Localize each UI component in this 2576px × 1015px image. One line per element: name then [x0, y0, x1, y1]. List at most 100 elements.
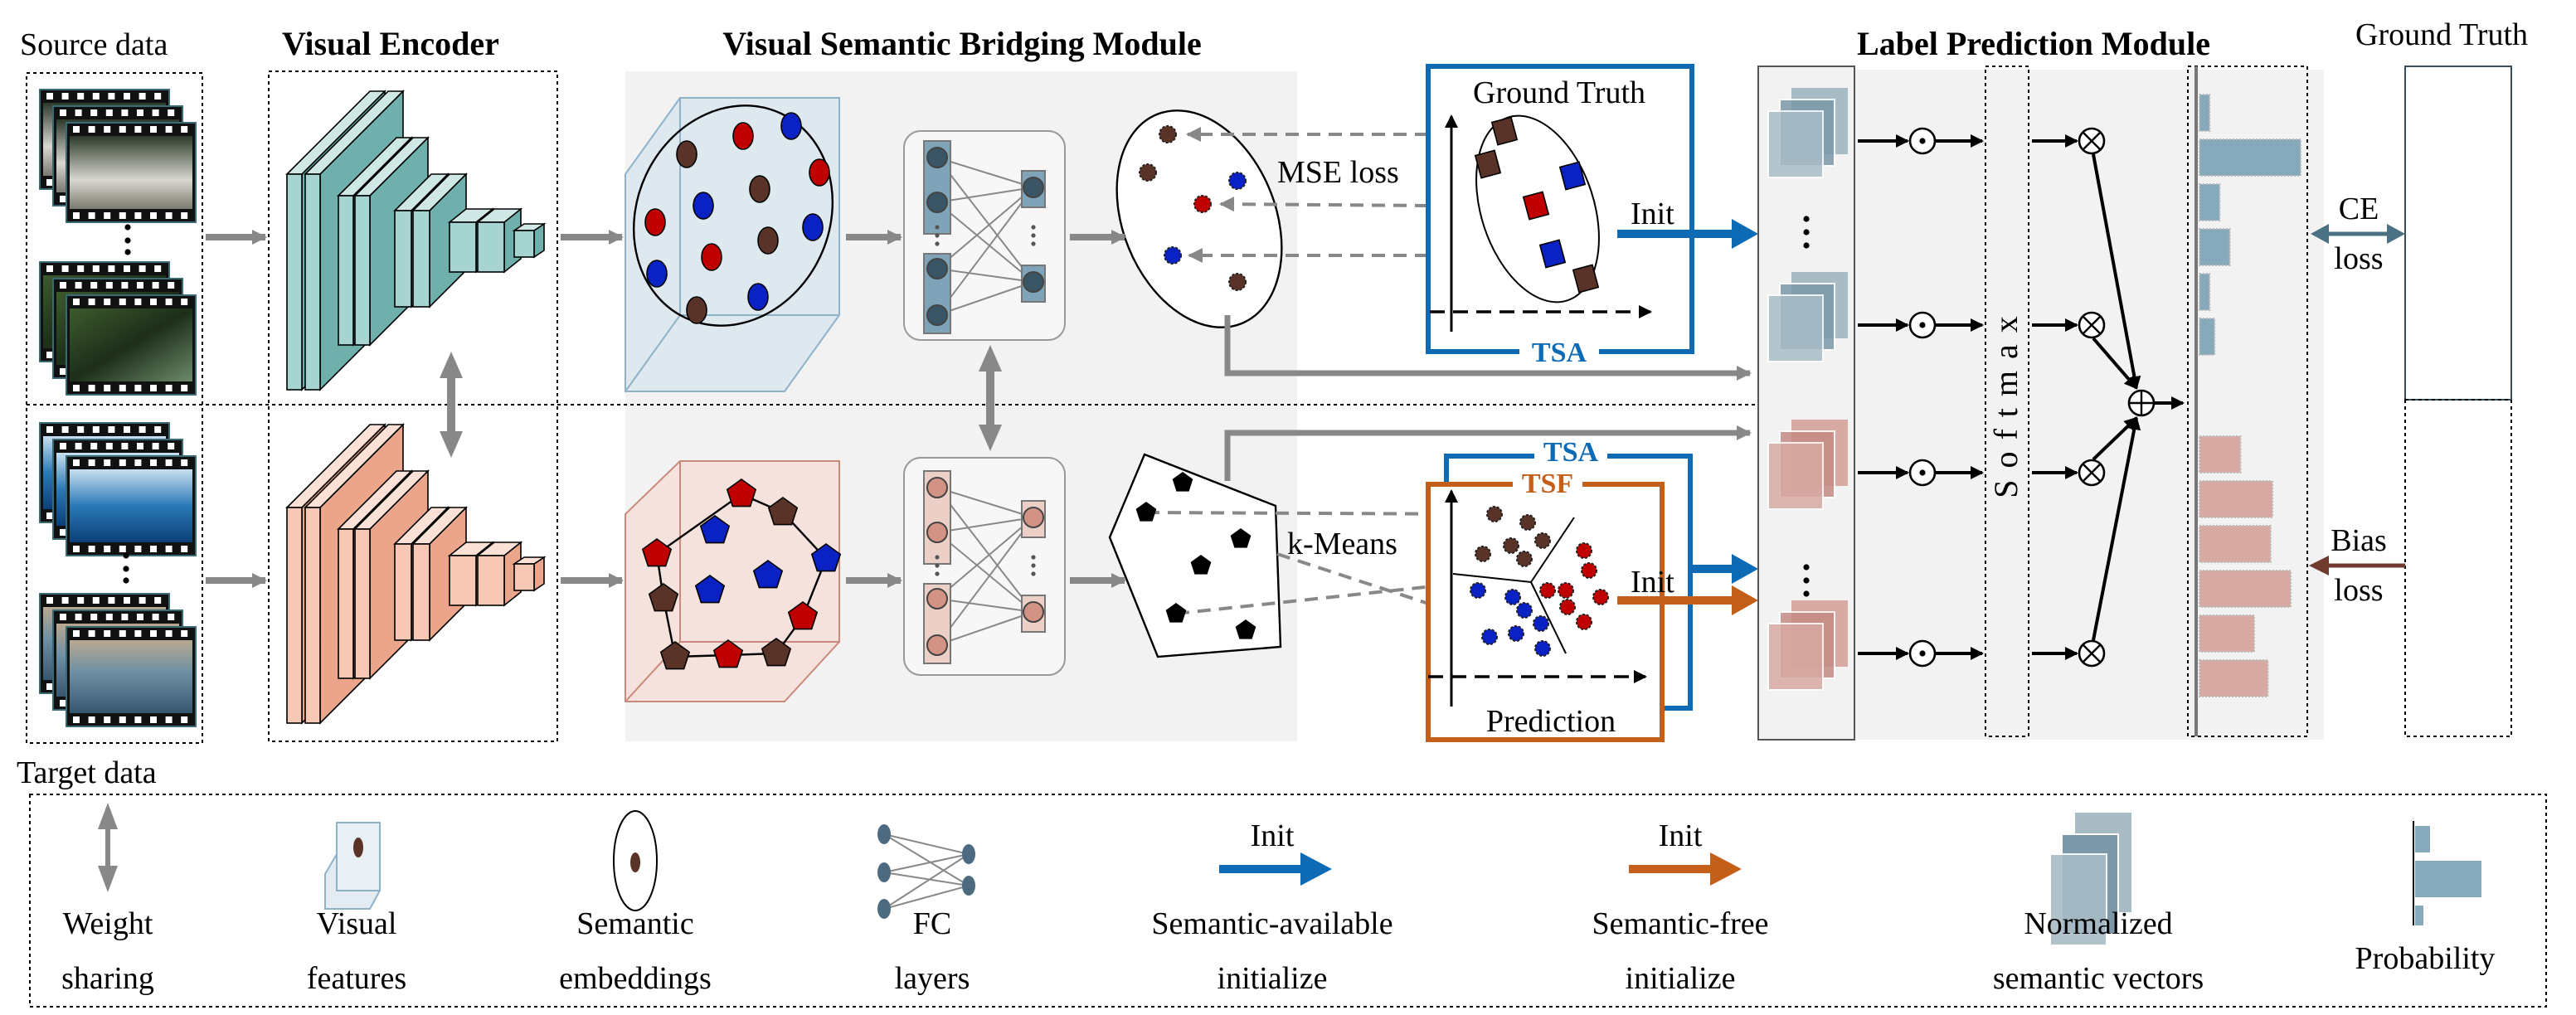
fc-node: [926, 147, 948, 168]
target-embedding-polygon: [1108, 453, 1282, 658]
feature-pentagon: [694, 575, 726, 604]
prediction-point: [1486, 506, 1503, 522]
film-hole: [92, 265, 100, 272]
semantic-available-init-arrow: [1617, 219, 1758, 249]
film-hole: [168, 282, 175, 289]
pred-panel-tsa-tag: TSA: [1543, 437, 1599, 468]
photo: [70, 640, 192, 713]
semantic-embedding-point: [1164, 246, 1182, 265]
source-data-label: Source data: [20, 27, 168, 62]
fc-node: [926, 258, 948, 279]
layer-front: [449, 221, 477, 273]
fc-connection: [936, 517, 1034, 533]
film-hole: [46, 179, 53, 186]
prediction-point: [1581, 562, 1597, 579]
layer-front: [394, 543, 412, 641]
target-ground-truth-box: [2404, 399, 2512, 737]
softmax-box: [1985, 66, 2029, 737]
fc-node: [926, 192, 948, 213]
ellipsis-dot: [124, 249, 131, 255]
feature-point: [676, 140, 697, 168]
ellipsis-dot: [1031, 555, 1036, 560]
mse-loss-arrow: [1219, 197, 1429, 212]
film-hole: [165, 212, 173, 219]
film-hole: [104, 630, 111, 637]
normalized-vector: [1767, 623, 1824, 691]
film-hole: [150, 459, 157, 466]
film-hole: [134, 716, 142, 723]
normalized-vector: [1767, 294, 1824, 362]
ground-truth-title: Ground Truth: [2355, 17, 2528, 52]
film-hole: [61, 597, 69, 604]
semantic-embedding-ellipse: [1115, 109, 1283, 328]
pred-panel-tsf-tag: TSF: [1522, 469, 1573, 499]
prediction-point: [1576, 542, 1592, 559]
film-hole: [119, 212, 126, 219]
elementwise-product-dot: [1919, 138, 1926, 144]
film-hole: [181, 630, 188, 637]
film-hole: [134, 630, 142, 637]
feature-pentagon: [726, 478, 757, 508]
visual-features-cube-source: [625, 97, 840, 392]
film-hole: [181, 459, 188, 466]
film-hole: [61, 265, 69, 272]
image-stacks: [39, 89, 197, 727]
bias-loss-label: Bias: [2331, 523, 2387, 558]
feature-pentagon: [761, 638, 792, 667]
visual-encoder-title: Visual Encoder: [282, 25, 499, 62]
fc-layers-icon: [877, 824, 975, 919]
sum-arrow: [2092, 337, 2138, 390]
target-embedding-point: [1230, 528, 1252, 548]
layer-front: [304, 507, 321, 724]
prediction-point: [1592, 589, 1609, 605]
legend-fc-layers-line1: FC: [913, 906, 951, 941]
fc-connection: [936, 157, 1034, 188]
film-hole: [150, 546, 157, 552]
layer-front: [338, 195, 354, 346]
source-target-data-box: [26, 72, 203, 744]
init-top-label: Init: [1631, 197, 1674, 231]
prediction-point: [1475, 546, 1491, 562]
semantic-embedding-point: [1193, 195, 1212, 213]
feature-point: [701, 243, 722, 271]
ellipsis-dot: [935, 233, 940, 238]
fc-connection: [936, 202, 1034, 283]
legend-semantic-available-line1: Semantic-available: [1151, 906, 1392, 941]
film-hole: [108, 426, 115, 433]
target-probability-bar: [2199, 480, 2273, 518]
softmax-label: Softmax: [1987, 304, 2024, 498]
film-hole: [88, 299, 95, 305]
film-hole: [104, 716, 111, 723]
film-hole: [165, 716, 173, 723]
sum-arrow: [2092, 416, 2141, 641]
layer-front: [449, 555, 477, 606]
multiply-cross: [2083, 644, 2101, 663]
fc-node: [926, 588, 948, 609]
film-hole: [73, 716, 80, 723]
film-hole: [90, 282, 98, 289]
fc-connection: [936, 487, 1034, 518]
fc-connection: [936, 598, 1034, 613]
film-hole: [139, 426, 146, 433]
film-hole: [119, 126, 126, 133]
film-hole: [121, 282, 129, 289]
semantic-embeddings-icon: [613, 810, 658, 911]
target-embedding-point: [1235, 619, 1256, 639]
legend-visual-features-line1: Visual: [317, 906, 397, 941]
feature-pentagon: [699, 515, 731, 544]
feature-point: [747, 283, 769, 311]
film-hole: [105, 614, 113, 620]
film-hole: [73, 212, 80, 219]
feature-point: [749, 175, 770, 203]
feature-point: [732, 122, 754, 150]
film-hole: [75, 282, 82, 289]
ellipsis-dot: [1031, 571, 1036, 576]
fc-node: [1023, 601, 1044, 623]
film-hole: [137, 443, 143, 449]
tsa-prediction-outline: [1444, 454, 1693, 711]
film-hole: [104, 385, 111, 391]
legend-normalized-vectors-line2: semantic vectors: [1993, 961, 2204, 996]
prediction-point: [1533, 615, 1549, 632]
ellipsis-dot: [1803, 229, 1810, 236]
prediction-point: [1558, 582, 1574, 599]
